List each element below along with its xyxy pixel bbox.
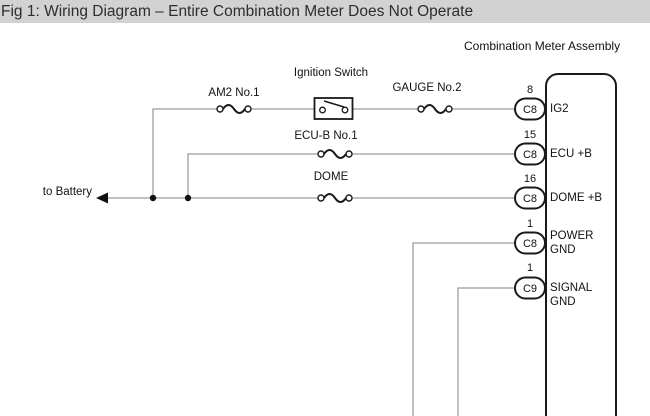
port-label-power-gnd: POWER GND bbox=[550, 230, 594, 256]
pin-number-power-gnd: 1 bbox=[526, 218, 534, 230]
battery-arrow-icon bbox=[96, 192, 108, 204]
junction-dot bbox=[149, 194, 157, 202]
connector-oval-ecu-b: C8 bbox=[514, 142, 546, 166]
title-bar: Fig 1: Wiring Diagram – Entire Combinati… bbox=[0, 0, 650, 23]
svg-text:C9: C9 bbox=[523, 283, 537, 295]
fuse-am2-icon bbox=[216, 104, 252, 114]
fuse-ecub-icon bbox=[317, 149, 353, 159]
ignition-switch-icon bbox=[313, 97, 354, 120]
fuse-label-am2: AM2 No.1 bbox=[208, 87, 260, 99]
fuse-label-ecub: ECU-B No.1 bbox=[294, 130, 358, 142]
meter-assembly-box bbox=[545, 73, 617, 416]
junction-dot bbox=[184, 194, 192, 202]
pin-number-signal-gnd: 1 bbox=[526, 262, 534, 274]
svg-text:C8: C8 bbox=[523, 193, 537, 205]
fuse-label-gauge: GAUGE No.2 bbox=[392, 82, 462, 94]
fuse-label-dome: DOME bbox=[313, 171, 349, 183]
connector-oval-power-gnd: C8 bbox=[514, 231, 546, 255]
svg-text:C8: C8 bbox=[523, 104, 537, 116]
wire-power-gnd bbox=[412, 242, 515, 416]
fuse-dome-icon bbox=[317, 193, 353, 203]
pin-number-dome-b: 16 bbox=[523, 173, 537, 185]
wire-ig2 bbox=[152, 108, 515, 198]
svg-text:C8: C8 bbox=[523, 238, 537, 250]
port-label-dome-b: DOME +B bbox=[550, 192, 603, 204]
port-label-signal-gnd: SIGNAL GND bbox=[550, 282, 592, 308]
wire-signal-gnd bbox=[457, 287, 515, 416]
battery-label: to Battery bbox=[42, 186, 92, 198]
fuse-gauge-icon bbox=[417, 104, 453, 114]
ignition-switch-label: Ignition Switch bbox=[293, 67, 369, 79]
pin-number-ecu-b: 15 bbox=[523, 129, 537, 141]
connector-oval-dome-b: C8 bbox=[514, 186, 546, 210]
svg-text:C8: C8 bbox=[523, 149, 537, 161]
port-label-ig2: IG2 bbox=[550, 103, 569, 115]
wire-ecu-b bbox=[187, 153, 515, 198]
connector-oval-signal-gnd: C9 bbox=[514, 276, 546, 300]
connector-oval-ig2: C8 bbox=[514, 97, 546, 121]
page-title: Fig 1: Wiring Diagram – Entire Combinati… bbox=[1, 2, 474, 20]
pin-number-ig2: 8 bbox=[526, 84, 534, 96]
port-label-ecu-b: ECU +B bbox=[550, 148, 592, 160]
assembly-label: Combination Meter Assembly bbox=[464, 39, 621, 53]
